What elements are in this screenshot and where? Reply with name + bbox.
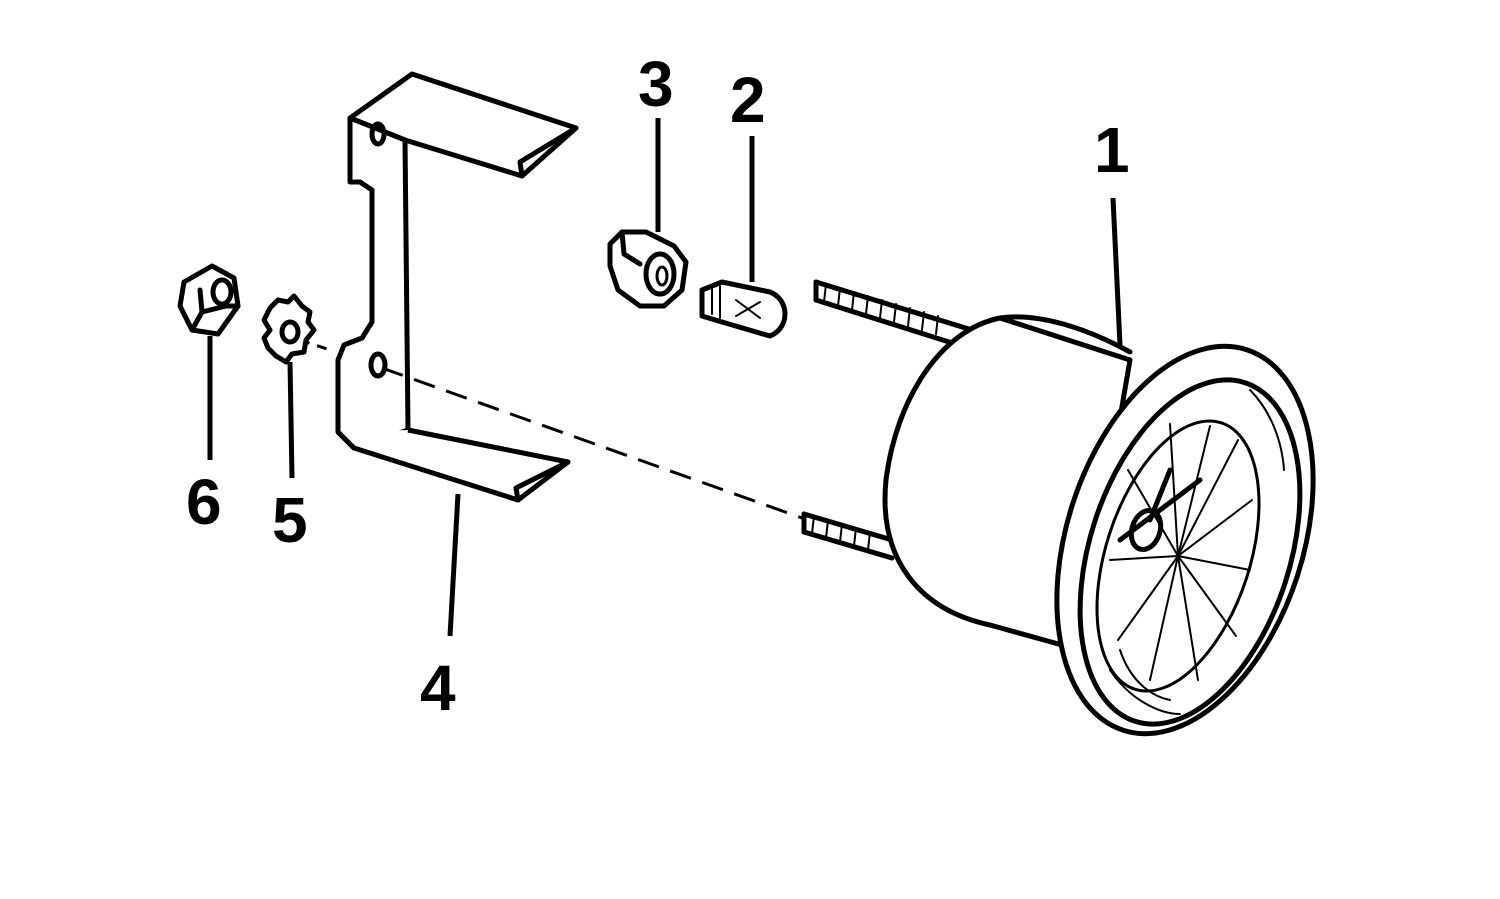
nut [177,263,241,337]
callout-5: 5 [272,484,308,556]
assembly-dashed-line [381,366,803,520]
callout-3: 3 [638,48,674,120]
callout-2: 2 [730,64,766,136]
bulb-socket [607,229,689,309]
leader-4 [447,493,461,637]
leader-5 [287,361,295,479]
gauge-dial [1109,423,1253,681]
callout-6: 6 [186,466,222,538]
callout-1: 1 [1094,114,1130,186]
mounting-bracket [335,71,579,503]
lock-washer [261,293,317,365]
callout-4: 4 [420,652,456,724]
bulb [699,279,788,339]
leader-1 [1110,197,1123,346]
gauge [801,279,1316,737]
